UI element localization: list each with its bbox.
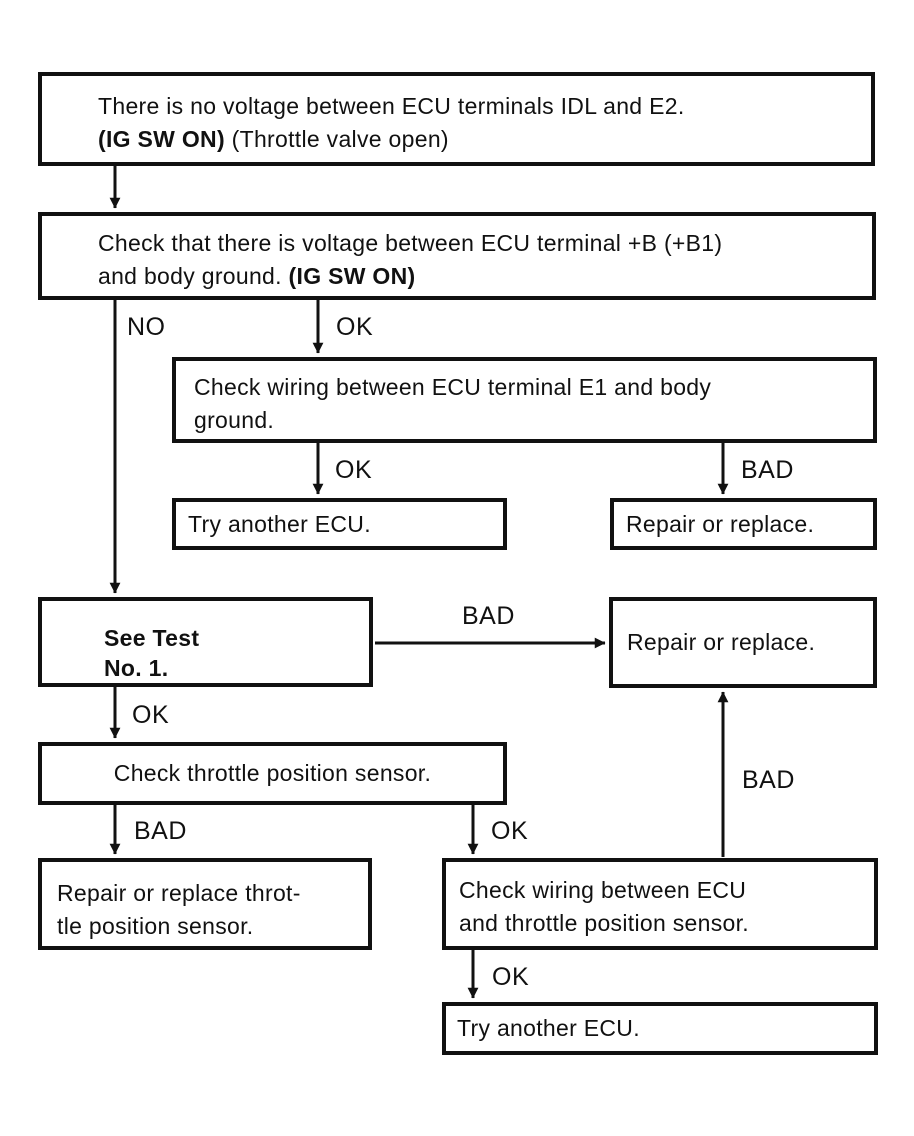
check-voltage-ig-sw-on: (IG SW ON) [288,263,416,289]
check-e1-line1: Check wiring between ECU terminal E1 and… [194,374,712,400]
node-repair-or-replace-1: Repair or replace. [610,498,877,550]
edge-label-ok-1: OK [336,313,374,341]
check-voltage-line2: and body ground. (IG SW ON) [98,260,852,293]
node-check-b-voltage: Check that there is voltage between ECU … [38,212,876,300]
repair-tps-line1: Repair or replace throt- [57,880,301,906]
edge-label-ok-2: OK [335,456,373,484]
edge-label-no-1: NO [127,313,166,341]
node-repair-throttle-position-sensor: Repair or replace throt- tle position se… [38,858,372,950]
edge-label-bad-4: BAD [742,766,795,794]
edge-label-bad-2: BAD [462,602,515,630]
problem-throttle-open: (Throttle valve open) [231,126,449,152]
node-check-e1-wiring: Check wiring between ECU terminal E1 and… [172,357,877,443]
try-ecu-2-text: Try another ECU. [457,1015,640,1041]
check-voltage-line1: Check that there is voltage between ECU … [98,230,723,256]
check-e1-line2: ground. [194,407,275,433]
edge-label-ok-4: OK [491,817,529,845]
node-check-ecu-tps-wiring: Check wiring between ECU and throttle po… [442,858,878,950]
node-try-another-ecu-1: Try another ECU. [172,498,507,550]
see-test-line2: No. 1. [104,655,169,681]
check-wiring-line2: and throttle position sensor. [459,910,749,936]
check-voltage-body-ground: and body ground. [98,263,282,289]
repair-2-text: Repair or replace. [627,629,816,655]
node-problem-statement: There is no voltage between ECU terminal… [38,72,875,166]
edge-label-ok-5: OK [492,963,530,991]
problem-line1: There is no voltage between ECU terminal… [98,93,685,119]
try-ecu-1-text: Try another ECU. [188,510,371,537]
problem-ig-sw-on: (IG SW ON) [98,126,225,152]
node-try-another-ecu-2: Try another ECU. [442,1002,878,1055]
edge-label-ok-3: OK [132,701,170,729]
node-see-test-no-1: See Test No. 1. [38,597,373,687]
check-wiring-line1: Check wiring between ECU [459,877,747,903]
edge-label-bad-1: BAD [741,456,794,484]
check-tps-text: Check throttle position sensor. [113,760,432,786]
node-check-throttle-position-sensor: Check throttle position sensor. [38,742,507,805]
see-test-line1: See Test [104,625,200,651]
repair-tps-line2: tle position sensor. [57,913,254,939]
repair-1-text: Repair or replace. [626,510,815,537]
edge-label-bad-3: BAD [134,817,187,845]
problem-line2: (IG SW ON) (Throttle valve open) [98,123,851,156]
node-repair-or-replace-2: Repair or replace. [609,597,877,688]
